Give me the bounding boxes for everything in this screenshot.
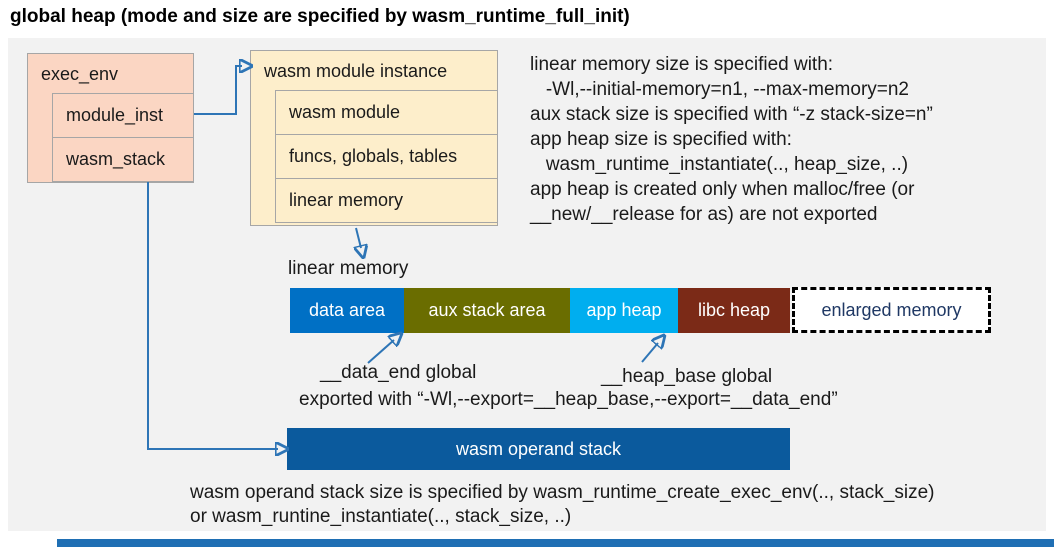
- export-flags-note: exported with “-Wl,--export=__heap_base,…: [299, 389, 838, 410]
- note-line: linear memory size is specified with:: [530, 54, 834, 75]
- footer-line: or wasm_runtine_instantiate(.., stack_si…: [190, 506, 572, 527]
- exec-env-row-module-inst: module_inst: [52, 93, 194, 138]
- wasm-module-instance-rows: wasm module funcs, globals, tables linea…: [275, 90, 498, 223]
- linear-memory-bar: data area aux stack area app heap libc h…: [290, 288, 790, 333]
- segment-enlarged-memory: enlarged memory: [792, 287, 991, 333]
- note-line: -Wl,--initial-memory=n1, --max-memory=n2: [530, 79, 909, 100]
- page-title: global heap (mode and size are specified…: [10, 6, 630, 27]
- bottom-divider-bar: [57, 539, 1054, 547]
- note-line: wasm_runtime_instantiate(.., heap_size, …: [530, 154, 909, 175]
- segment-app-heap: app heap: [570, 288, 678, 333]
- segment-libc-heap-label: libc heap: [697, 300, 771, 320]
- exec-env-box: exec_env module_inst wasm_stack: [27, 53, 194, 183]
- linear-memory-label: linear memory: [288, 258, 409, 279]
- exec-env-header: exec_env: [41, 64, 119, 84]
- segment-data-area-label: data area: [308, 300, 386, 320]
- notes-block: linear memory size is specified with: -W…: [530, 52, 933, 227]
- row-funcs-globals-tables: funcs, globals, tables: [275, 134, 498, 179]
- note-line: __new/__release for as) are not exported: [530, 204, 878, 225]
- row-wasm-module: wasm module: [275, 90, 498, 135]
- wasm-module-instance-box: wasm module instance wasm module funcs, …: [250, 50, 498, 226]
- segment-data-area: data area: [290, 288, 404, 333]
- footer-line: wasm operand stack size is specified by …: [190, 482, 935, 503]
- note-line: app heap size is specified with:: [530, 129, 792, 150]
- footer-note: wasm operand stack size is specified by …: [190, 481, 935, 529]
- segment-app-heap-label: app heap: [586, 300, 662, 320]
- wasm-operand-stack-label: wasm operand stack: [455, 438, 622, 459]
- data-end-global-label: __data_end global: [320, 362, 477, 383]
- note-line: aux stack size is specified with “-z sta…: [530, 104, 933, 125]
- segment-libc-heap: libc heap: [678, 288, 790, 333]
- wasm-module-instance-header: wasm module instance: [264, 61, 448, 81]
- wasm-operand-stack-bar: wasm operand stack: [287, 428, 790, 470]
- exec-env-rows: module_inst wasm_stack: [52, 93, 194, 182]
- segment-aux-stack-area-label: aux stack area: [428, 300, 546, 320]
- note-line: app heap is created only when malloc/fre…: [530, 179, 915, 200]
- row-linear-memory: linear memory: [275, 178, 498, 223]
- segment-enlarged-memory-label: enlarged memory: [821, 299, 962, 320]
- heap-base-global-label: __heap_base global: [601, 366, 773, 387]
- segment-aux-stack-area: aux stack area: [404, 288, 570, 333]
- exec-env-row-wasm-stack: wasm_stack: [52, 137, 194, 182]
